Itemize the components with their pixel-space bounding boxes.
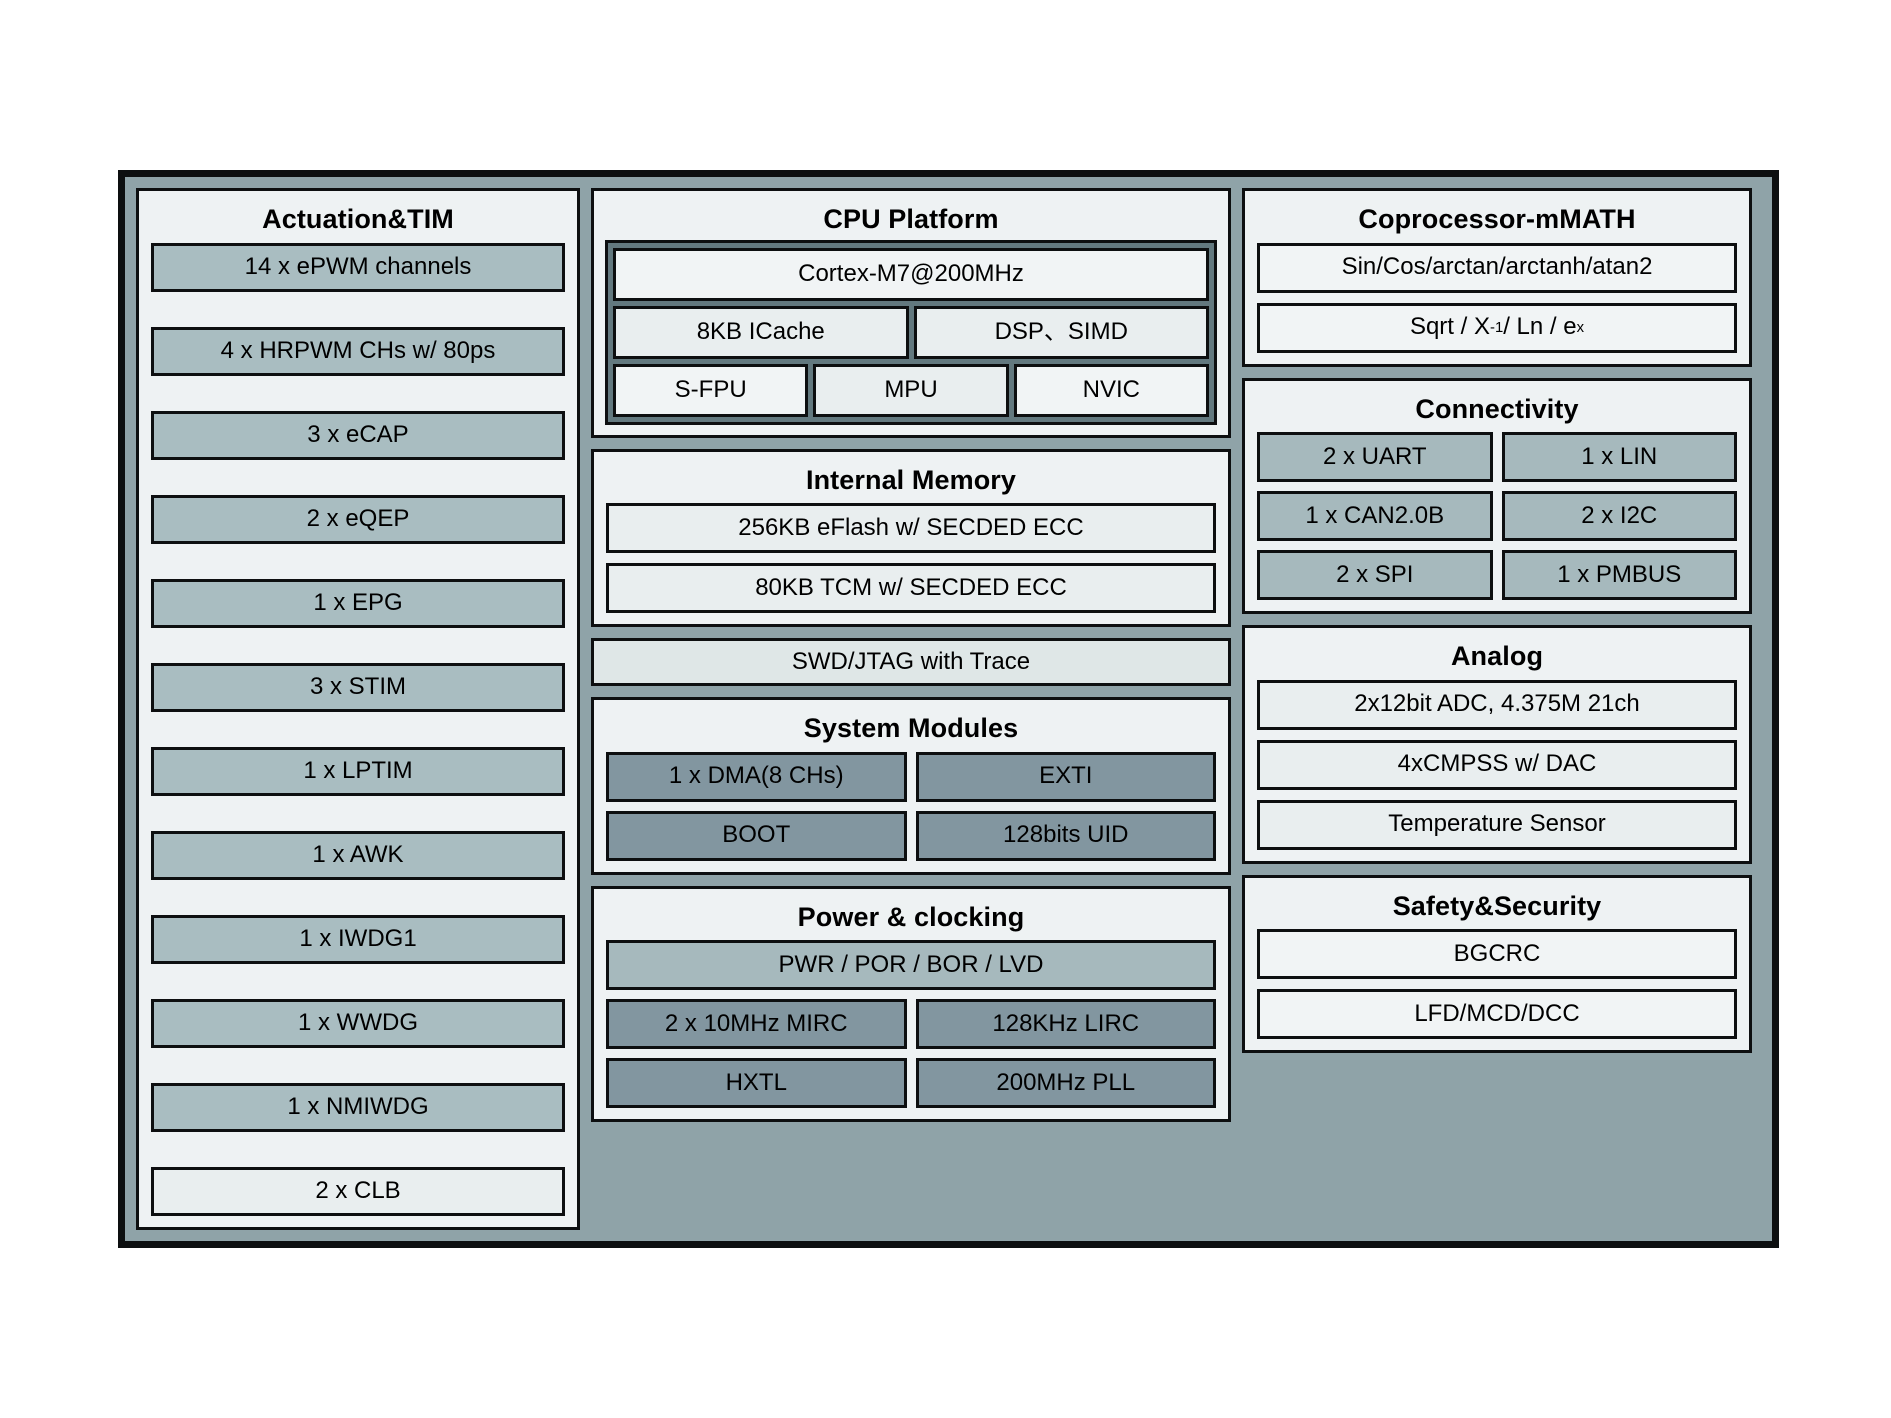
coprocessor-item-trig[interactable]: Sin/Cos/arctan/arctanh/atan2 <box>1257 242 1737 293</box>
connectivity-item-lin[interactable]: 1 x LIN <box>1501 432 1737 483</box>
clock-item-hxtl[interactable]: HXTL <box>606 1058 907 1109</box>
connectivity-item-pmbus[interactable]: 1 x PMBUS <box>1501 550 1737 601</box>
panel-title-system-modules: System Modules <box>803 713 1019 744</box>
actuation-item-hrpwm[interactable]: 4 x HRPWM CHs w/ 80ps <box>151 326 565 376</box>
panel-title-power-clocking: Power & clocking <box>797 901 1025 932</box>
panel-title-connectivity: Connectivity <box>1415 393 1579 424</box>
connectivity-item-uart[interactable]: 2 x UART <box>1257 432 1493 483</box>
debug-swd-jtag[interactable]: SWD/JTAG with Trace <box>591 638 1231 687</box>
panel-actuation-tim: Actuation&TIM 14 x ePWM channels 4 x HRP… <box>136 188 580 1230</box>
system-module-dma[interactable]: 1 x DMA(8 CHs) <box>606 751 907 802</box>
panel-title-safety-security: Safety&Security <box>1392 890 1602 921</box>
analog-item-temperature-sensor[interactable]: Temperature Sensor <box>1257 799 1737 850</box>
memory-item-eflash[interactable]: 256KB eFlash w/ SECDED ECC <box>606 503 1216 554</box>
column-right: Coprocessor-mMATH Sin/Cos/arctan/arctanh… <box>1242 188 1752 1230</box>
actuation-item-eqep[interactable]: 2 x eQEP <box>151 494 565 544</box>
analog-list: 2x12bit ADC, 4.375M 21ch 4xCMPSS w/ DAC … <box>1257 679 1737 850</box>
memory-item-tcm[interactable]: 80KB TCM w/ SECDED ECC <box>606 563 1216 614</box>
panel-title-actuation-tim: Actuation&TIM <box>262 204 454 234</box>
clock-item-pll[interactable]: 200MHz PLL <box>915 1058 1216 1109</box>
panel-analog: Analog 2x12bit ADC, 4.375M 21ch 4xCMPSS … <box>1242 625 1752 864</box>
column-left: Actuation&TIM 14 x ePWM channels 4 x HRP… <box>136 188 580 1230</box>
actuation-item-epg[interactable]: 1 x EPG <box>151 578 565 628</box>
panel-connectivity: Connectivity 2 x UART 1 x LIN 1 x CAN2.0… <box>1242 377 1752 615</box>
connectivity-grid: 2 x UART 1 x LIN 1 x CAN2.0B 2 x I2C 2 x… <box>1257 432 1737 601</box>
cpu-core-cluster: Cortex-M7@200MHz 8KB ICache DSP、SIMD S-F… <box>605 239 1217 425</box>
cpu-row-fpu-mpu-nvic: S-FPU MPU NVIC <box>613 363 1209 417</box>
actuation-item-iwdg1[interactable]: 1 x IWDG1 <box>151 914 565 964</box>
actuation-item-ecap[interactable]: 3 x eCAP <box>151 410 565 460</box>
coprocessor-sqrt-mid: / Ln / e <box>1503 313 1577 341</box>
panel-title-internal-memory: Internal Memory <box>805 464 1017 495</box>
panel-title-analog: Analog <box>1450 641 1544 672</box>
cpu-block-mpu[interactable]: MPU <box>813 363 1009 417</box>
system-modules-grid: 1 x DMA(8 CHs) EXTI BOOT 128bits UID <box>606 751 1216 861</box>
panel-internal-memory: Internal Memory 256KB eFlash w/ SECDED E… <box>591 448 1231 628</box>
cpu-block-icache[interactable]: 8KB ICache <box>613 305 909 359</box>
panel-coprocessor-mmath: Coprocessor-mMATH Sin/Cos/arctan/arctanh… <box>1242 188 1752 367</box>
panel-power-clocking: Power & clocking PWR / POR / BOR / LVD 2… <box>591 885 1231 1123</box>
connectivity-item-spi[interactable]: 2 x SPI <box>1257 550 1493 601</box>
power-item-pwr-por-bor-lvd[interactable]: PWR / POR / BOR / LVD <box>606 940 1216 991</box>
cpu-core-cortex-m7[interactable]: Cortex-M7@200MHz <box>613 247 1209 301</box>
coprocessor-list: Sin/Cos/arctan/arctanh/atan2 Sqrt / X-1 … <box>1257 242 1737 353</box>
coprocessor-sqrt-pre: Sqrt / X <box>1409 313 1490 341</box>
system-module-boot[interactable]: BOOT <box>606 810 907 861</box>
analog-item-cmpss-dac[interactable]: 4xCMPSS w/ DAC <box>1257 739 1737 790</box>
panel-cpu-platform: CPU Platform Cortex-M7@200MHz 8KB ICache… <box>591 188 1231 438</box>
connectivity-item-i2c[interactable]: 2 x I2C <box>1501 491 1737 542</box>
actuation-item-epwm[interactable]: 14 x ePWM channels <box>151 242 565 292</box>
safety-item-bgcrc[interactable]: BGCRC <box>1257 929 1737 980</box>
internal-memory-list: 256KB eFlash w/ SECDED ECC 80KB TCM w/ S… <box>606 503 1216 614</box>
actuation-item-nmiwdg[interactable]: 1 x NMIWDG <box>151 1082 565 1132</box>
actuation-item-lptim[interactable]: 1 x LPTIM <box>151 746 565 796</box>
cpu-block-dsp-simd[interactable]: DSP、SIMD <box>913 305 1209 359</box>
panel-title-coprocessor-mmath: Coprocessor-mMATH <box>1358 204 1636 234</box>
clock-item-lirc[interactable]: 128KHz LIRC <box>915 999 1216 1050</box>
chip-outline: Actuation&TIM 14 x ePWM channels 4 x HRP… <box>118 170 1779 1248</box>
safety-security-list: BGCRC LFD/MCD/DCC <box>1257 929 1737 1040</box>
system-module-uid[interactable]: 128bits UID <box>915 810 1216 861</box>
panel-safety-security: Safety&Security BGCRC LFD/MCD/DCC <box>1242 874 1752 1054</box>
actuation-item-wwdg[interactable]: 1 x WWDG <box>151 998 565 1048</box>
system-module-exti[interactable]: EXTI <box>915 751 1216 802</box>
analog-item-adc[interactable]: 2x12bit ADC, 4.375M 21ch <box>1257 679 1737 730</box>
safety-item-lfd-mcd-dcc[interactable]: LFD/MCD/DCC <box>1257 989 1737 1040</box>
actuation-item-clb[interactable]: 2 x CLB <box>151 1166 565 1216</box>
cpu-row-cache-dsp: 8KB ICache DSP、SIMD <box>613 305 1209 359</box>
clock-item-mirc[interactable]: 2 x 10MHz MIRC <box>606 999 907 1050</box>
cpu-block-nvic[interactable]: NVIC <box>1013 363 1209 417</box>
panel-system-modules: System Modules 1 x DMA(8 CHs) EXTI BOOT … <box>591 697 1231 875</box>
actuation-item-stim[interactable]: 3 x STIM <box>151 662 565 712</box>
cpu-block-s-fpu[interactable]: S-FPU <box>613 363 809 417</box>
clocking-grid: 2 x 10MHz MIRC 128KHz LIRC HXTL 200MHz P… <box>606 999 1216 1109</box>
actuation-item-list: 14 x ePWM channels 4 x HRPWM CHs w/ 80ps… <box>151 242 565 1216</box>
column-middle: CPU Platform Cortex-M7@200MHz 8KB ICache… <box>591 188 1231 1230</box>
panel-title-cpu-platform: CPU Platform <box>823 204 999 234</box>
actuation-item-awk[interactable]: 1 x AWK <box>151 830 565 880</box>
connectivity-item-can[interactable]: 1 x CAN2.0B <box>1257 491 1493 542</box>
